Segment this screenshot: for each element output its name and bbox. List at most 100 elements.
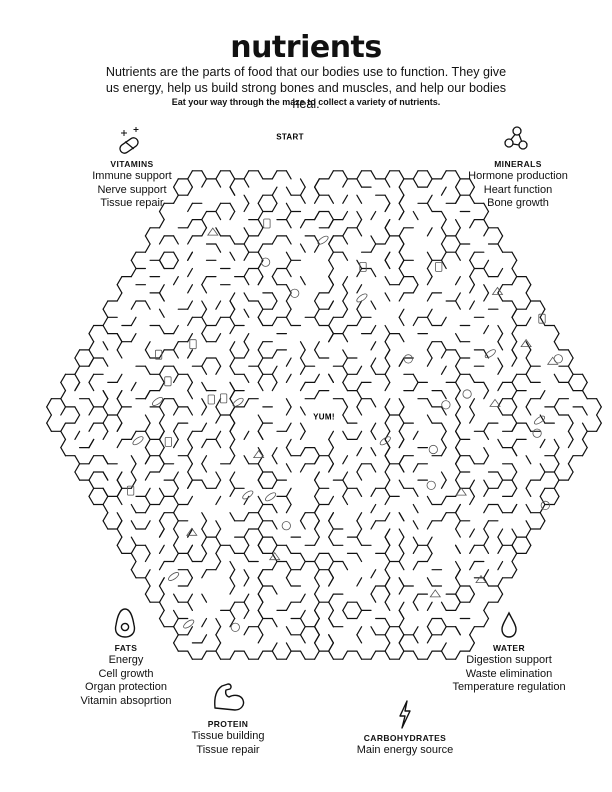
maze-wall [271,267,278,278]
maze-start-label[interactable]: START [276,133,304,142]
veggie-icon [317,235,329,245]
maze-wall [229,560,236,571]
maze-wall [201,357,208,367]
maze-outer-wall [525,292,532,302]
maze-wall [525,365,532,375]
maze-wall [553,373,560,383]
maze-wall [144,365,151,375]
maze-outer-wall [60,390,67,400]
maze-wall [455,512,461,522]
maze-wall [243,536,250,546]
maze-wall [455,406,461,416]
maze-wall [398,430,405,440]
maze-wall [525,406,532,416]
maze-wall [187,577,193,587]
maze-wall [384,577,391,587]
maze-center-label[interactable]: YUM! [313,413,335,422]
veggie-icon [379,436,391,446]
maze-wall [455,601,461,612]
maze-wall [342,601,349,612]
maze-wall [285,406,292,416]
maze-wall [271,365,278,375]
maze-wall [398,512,405,522]
maze-outer-wall [257,170,264,180]
maze-wall [88,406,95,416]
maze-outer-wall [511,251,518,261]
maze-wall [187,495,193,506]
maze-outer-wall [173,194,179,204]
maze-wall [370,422,377,432]
maze-wall [328,617,334,628]
maze-wall [173,495,179,506]
maze-wall [553,455,560,465]
maze-wall [455,569,461,579]
maze-wall [370,365,377,375]
maze-wall [384,227,391,237]
maze-wall [328,373,334,383]
maze-wall [483,528,490,538]
glass-icon [154,349,163,360]
maze-wall [398,259,405,270]
maze-wall [158,406,165,416]
maze-wall [426,349,433,359]
maze-outer-wall [144,593,151,603]
glass-icon [164,436,172,447]
maze-wall [356,626,363,636]
maze-wall [384,276,391,286]
maze-wall [440,341,447,351]
maze-wall [271,381,278,392]
maze-wall [257,626,264,636]
maze-wall [257,430,264,440]
maze-wall [257,601,264,612]
maze-wall [173,536,179,546]
maze-wall [412,536,419,546]
maze-wall [342,479,349,489]
protein-line: Tissue building [191,730,265,742]
maze-wall [356,609,363,620]
maze-wall [384,324,391,335]
maze-wall [201,227,208,237]
maze-wall [257,471,264,481]
maze-wall [525,300,532,310]
water-heading: WATER [492,643,526,653]
maze-outer-wall [342,650,349,660]
maze-wall [158,487,165,497]
maze-wall [440,626,447,636]
maze-wall [60,398,67,408]
maze-wall [257,259,264,270]
maze-wall [511,422,518,432]
maze-wall [102,471,109,481]
fats-info: FATS Energy Cell growth Organ protection… [66,642,186,708]
maze-outer-wall [60,430,67,440]
maze-wall [243,398,250,408]
maze-walls [46,170,602,660]
maze-outer-wall [539,512,546,522]
maze-outer-wall [469,642,475,652]
maze-wall [314,308,320,318]
maze-wall [455,577,461,587]
maze-wall [398,186,405,196]
maze-wall [483,455,490,465]
maze-wall [187,438,193,449]
veggie-icon [151,396,164,406]
maze-wall [229,357,236,367]
maze-outer-wall [116,276,123,286]
maze-outer-wall [102,512,109,522]
maze-outer-wall [497,585,504,595]
maze-wall [130,381,137,392]
maze-wall [271,202,278,213]
maze-wall [384,398,391,408]
maze-wall [567,414,574,424]
maze-wall [229,300,236,310]
maze-wall [144,503,151,514]
maze-outer-wall [60,447,67,457]
maze-wall [116,487,123,497]
maze-wall [356,381,363,392]
maze-wall [398,414,405,424]
maze-wall [201,178,208,188]
maze-wall [243,292,250,302]
maze-wall [215,642,222,652]
maze-wall [328,634,334,644]
maze-wall [102,422,109,432]
